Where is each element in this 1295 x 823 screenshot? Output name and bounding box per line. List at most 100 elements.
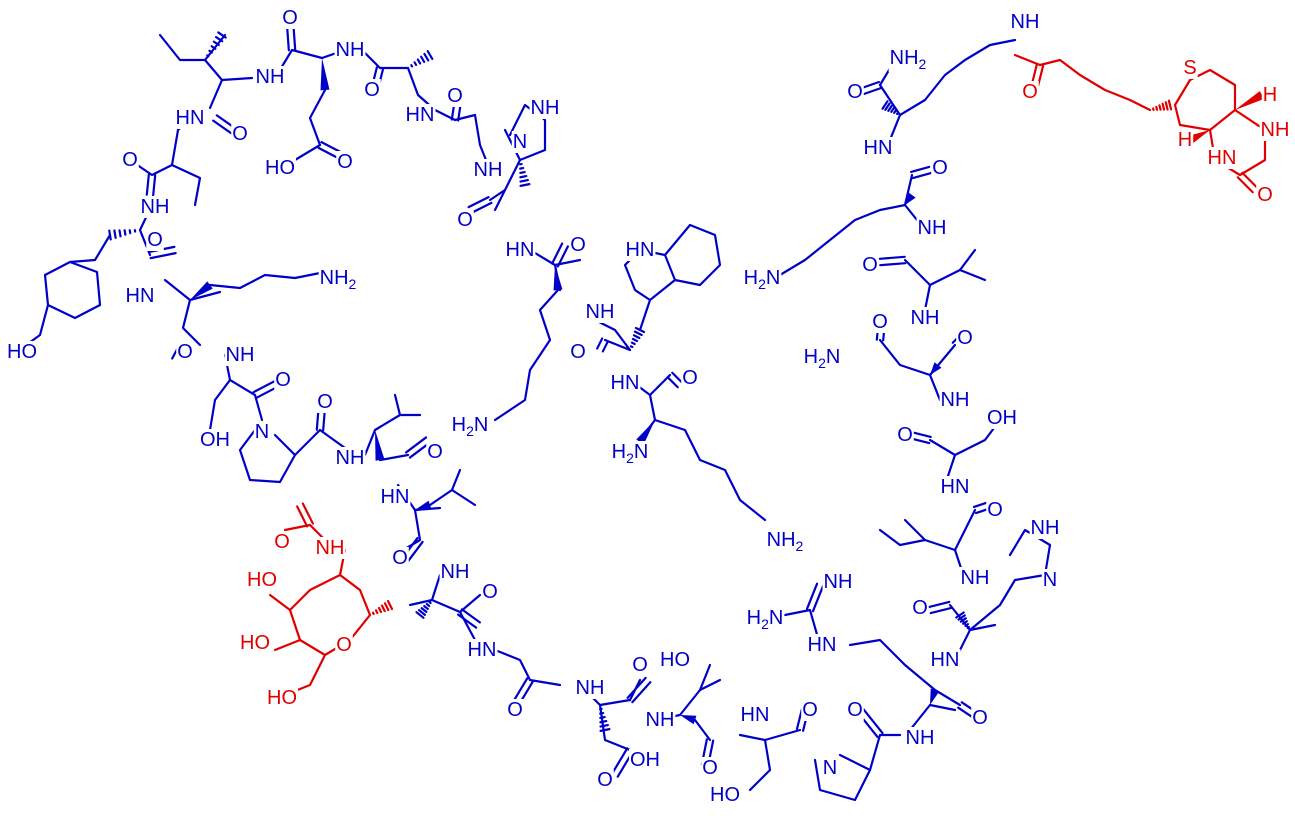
stereo-hash: [890, 107, 895, 113]
leu-side: [878, 528, 927, 547]
gly2-co: [528, 678, 562, 687]
atom-label-nh: NH: [256, 66, 285, 88]
arg-co: [933, 688, 962, 707]
guanidine: [783, 608, 822, 647]
double-bond: [911, 171, 932, 180]
stereo-hash: [208, 49, 214, 54]
atom-label-hn: HN: [626, 239, 655, 261]
stereo-hash: [519, 170, 526, 175]
atom-label-o: O: [847, 81, 863, 103]
label-knockout: [574, 677, 606, 699]
label-knockout: [511, 131, 529, 153]
stereo-hash: [955, 611, 965, 619]
ala-backbone: [360, 48, 410, 70]
label-knockout: [911, 597, 929, 619]
stereo-hash: [519, 166, 525, 170]
val4-me: [958, 268, 987, 282]
stereo-hash: [380, 604, 386, 613]
pro2-co: [868, 733, 902, 772]
atom-label-o: O: [632, 654, 648, 676]
stereo-hash: [629, 345, 634, 349]
label-knockout: [846, 81, 864, 103]
pro-ring: [238, 428, 297, 484]
label-knockout: [426, 441, 444, 463]
stereo-hash: [212, 40, 220, 47]
label-knockout: [644, 709, 676, 731]
atom-label-o: O: [957, 327, 973, 349]
stereo-wedge: [636, 420, 655, 445]
stereo-hash: [884, 102, 891, 111]
label-knockout: [334, 39, 366, 61]
atom-label-o: O: [702, 757, 718, 779]
atom-label-o: O: [317, 391, 333, 413]
atom-label-hn: HN: [126, 285, 155, 307]
label-knockout: [956, 327, 974, 349]
label-knockout: [273, 531, 291, 553]
stereo-hash: [374, 609, 379, 615]
stereo-hash: [519, 174, 528, 179]
label-knockout: [802, 346, 842, 371]
double-bond: [252, 379, 278, 394]
label-knockout: [481, 581, 499, 603]
atom-label-nh: NH: [646, 709, 675, 731]
stereo-wedge: [1187, 130, 1210, 145]
stereo-wedge: [930, 362, 942, 375]
atom-label-o: O: [1257, 184, 1273, 206]
double-bond: [296, 505, 309, 528]
label-knockout: [334, 447, 366, 469]
label-knockout: [224, 344, 256, 366]
atom-label-o: O: [427, 441, 443, 463]
his2-co: [948, 603, 972, 632]
atom-label-nh: NH: [226, 344, 255, 366]
atom-label-o: O: [147, 229, 163, 251]
pro2-ring: [813, 753, 872, 802]
atom-label-nh: NH: [941, 389, 970, 411]
atom-label-hn: HN: [808, 634, 837, 656]
val4: [923, 248, 977, 312]
asn: [878, 338, 942, 402]
val-side: [170, 128, 202, 207]
stereo-hash: [425, 602, 431, 608]
label-knockout: [246, 569, 278, 591]
ser2-co: [430, 593, 482, 614]
atom-label-ho: HO: [660, 649, 690, 671]
atom-label-ho: HO: [710, 784, 740, 806]
label-knockout: [439, 561, 471, 583]
atom-label-ho: HO: [267, 687, 297, 709]
stereo-wedge: [1235, 91, 1265, 110]
double-bond: [152, 174, 157, 197]
double-bond: [631, 681, 652, 704]
atom-label-o: O: [1022, 81, 1038, 103]
stereo-hash: [428, 600, 432, 605]
atom-label-nh: NH: [336, 39, 365, 61]
double-bond: [859, 86, 883, 97]
label-knockout: [121, 149, 139, 171]
gly2: [458, 610, 477, 642]
label-knockout: [659, 649, 691, 671]
atom-label-hn: HN: [381, 486, 410, 508]
trp: [593, 318, 632, 352]
atom-label-o: O: [507, 699, 523, 721]
label-knockout: [404, 104, 436, 126]
atom-label-nh: NH: [1261, 119, 1290, 141]
label-knockout: [896, 424, 914, 446]
stereo-hash: [377, 606, 383, 614]
stereo-hash: [214, 35, 224, 43]
double-bond: [671, 371, 684, 384]
atom-label-o: O: [364, 79, 380, 101]
double-bond: [879, 262, 907, 267]
galnac-oh3: [268, 593, 292, 612]
label-knockout: [379, 486, 411, 508]
atom-label-ho: HO: [240, 632, 270, 654]
stereo-hash: [415, 611, 425, 619]
lys5-chain: [653, 418, 767, 522]
atom-label-o: O: [122, 149, 138, 171]
atom-label-nh: NH: [906, 727, 935, 749]
label-knockout: [904, 727, 936, 749]
stereo-hash: [881, 100, 889, 110]
double-bond: [666, 376, 679, 389]
lys-chain: [208, 270, 327, 290]
double-bond: [811, 585, 825, 613]
